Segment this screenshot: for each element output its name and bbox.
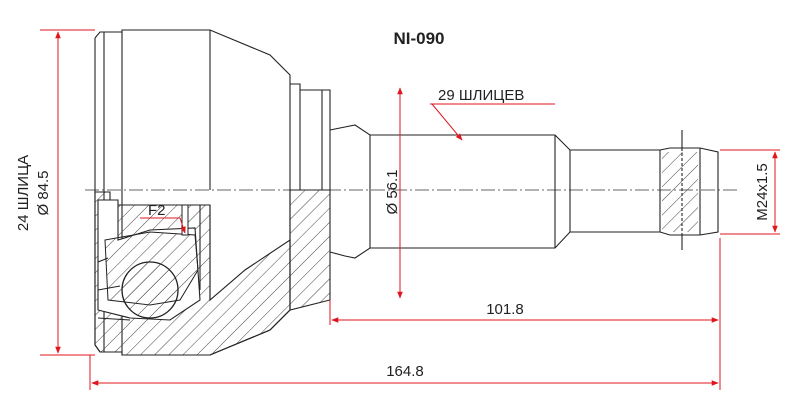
outer-diameter-label: Ø 84.5 xyxy=(35,170,52,215)
dim-thread xyxy=(720,149,780,235)
thread-label: M24x1.5 xyxy=(754,163,771,221)
ball-bearing xyxy=(121,261,179,319)
neck-section-hatch xyxy=(289,189,331,311)
shaft-diameter-label: Ø 56.1 xyxy=(384,169,401,214)
dim-shaft-length xyxy=(329,238,721,325)
shaft-length-label: 101.8 xyxy=(486,301,524,318)
dim-outer-diameter xyxy=(40,29,95,356)
thread-hatch xyxy=(662,152,698,232)
cage-window-marks xyxy=(97,257,131,321)
neck-collar xyxy=(290,83,331,190)
total-length-label: 164.8 xyxy=(386,363,424,380)
splines-shaft-label: 29 ШЛИЦЕВ xyxy=(438,87,524,104)
leader-splines xyxy=(430,103,555,141)
leader-f2 xyxy=(140,217,186,234)
part-number-title: NI-090 xyxy=(393,29,444,48)
splines-hub-label: 24 ШЛИЦА xyxy=(15,155,32,231)
f2-label: F2 xyxy=(148,202,166,219)
dim-total-length xyxy=(89,325,721,390)
